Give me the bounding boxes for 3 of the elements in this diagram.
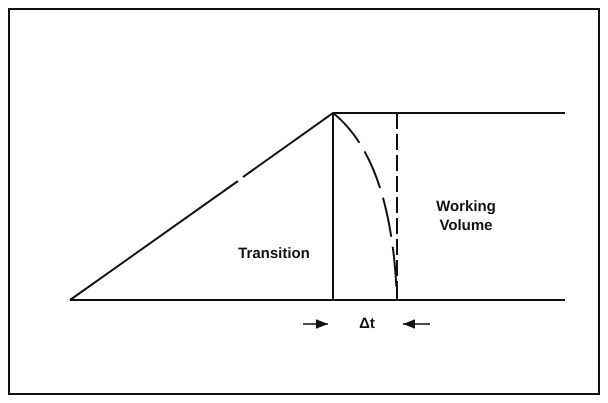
region-label: Working Volume <box>435 197 497 235</box>
dimension-label: Δt <box>358 314 376 333</box>
region-label: Transition <box>237 244 311 263</box>
